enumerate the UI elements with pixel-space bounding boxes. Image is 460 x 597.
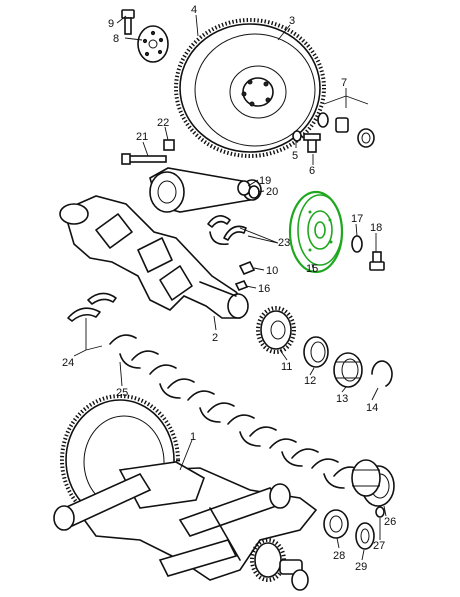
callout-21: 21 — [136, 131, 148, 143]
gear-set[interactable] — [351, 459, 395, 507]
callout-29: 29 — [355, 561, 367, 573]
callout-26: 26 — [384, 516, 396, 528]
callout-8: 8 — [113, 33, 119, 45]
callout-17: 17 — [351, 213, 363, 225]
callout-2: 2 — [212, 332, 218, 344]
callout-11: 11 — [281, 361, 292, 373]
callout-3: 3 — [289, 15, 295, 27]
connecting-rod-nut[interactable] — [163, 139, 175, 151]
pulley-washer[interactable] — [351, 235, 363, 253]
main-bearing-shells[interactable] — [67, 292, 361, 489]
crankshaft-pulley[interactable] — [288, 190, 344, 274]
callout-20: 20 — [266, 186, 278, 198]
pulley-key[interactable] — [234, 279, 249, 292]
oil-thrower[interactable] — [323, 509, 349, 539]
rod-bearing-shells[interactable] — [207, 215, 247, 246]
crankshaft[interactable] — [59, 195, 249, 319]
callout-5: 5 — [292, 150, 298, 162]
callout-18: 18 — [370, 222, 382, 234]
callout-6: 6 — [309, 165, 315, 177]
leader-lines — [73, 14, 387, 561]
distributor-drive-gear[interactable] — [333, 352, 363, 388]
circlip[interactable] — [371, 360, 393, 387]
callout-4: 4 — [191, 4, 197, 16]
callout-10: 10 — [266, 265, 278, 277]
callout-23: 23 — [278, 237, 290, 249]
rod-bolt-small[interactable] — [248, 185, 260, 199]
callout-19: 19 — [259, 175, 271, 187]
gland-nut[interactable] — [303, 133, 321, 153]
crankshaft-assembly[interactable] — [53, 394, 318, 591]
callout-1: 1 — [190, 431, 196, 443]
callout-27: 27 — [373, 540, 385, 552]
spacer-ring[interactable] — [292, 130, 302, 142]
crankshaft-gear[interactable] — [256, 306, 296, 354]
pulley-bolt[interactable] — [369, 251, 385, 271]
callout-24: 24 — [62, 357, 74, 369]
callout-9: 9 — [108, 18, 114, 30]
callout-28: 28 — [333, 550, 345, 562]
spacer[interactable] — [303, 336, 329, 368]
pilot-bearing-kit[interactable] — [317, 112, 375, 148]
callout-labels: 9 8 4 3 7 22 21 5 6 19 20 17 18 23 15 10… — [62, 4, 396, 573]
callout-7: 7 — [341, 77, 347, 89]
callout-15: 15 — [306, 263, 318, 275]
woodruff-key[interactable] — [238, 260, 256, 276]
callout-12: 12 — [304, 375, 316, 387]
small-ring[interactable] — [375, 506, 385, 518]
callout-16: 16 — [258, 283, 270, 295]
flywheel-bolt[interactable] — [121, 9, 135, 35]
callout-14: 14 — [366, 402, 378, 414]
flywheel[interactable] — [174, 18, 326, 158]
connecting-rod[interactable] — [149, 167, 262, 213]
connecting-rod-bolt[interactable] — [121, 153, 167, 165]
callout-13: 13 — [336, 393, 348, 405]
piston-pin-bushing[interactable] — [237, 180, 251, 196]
callout-22: 22 — [157, 117, 169, 129]
flywheel-washer-plate[interactable] — [137, 25, 169, 63]
callout-25: 25 — [116, 387, 128, 399]
seal-ring[interactable] — [355, 522, 375, 550]
